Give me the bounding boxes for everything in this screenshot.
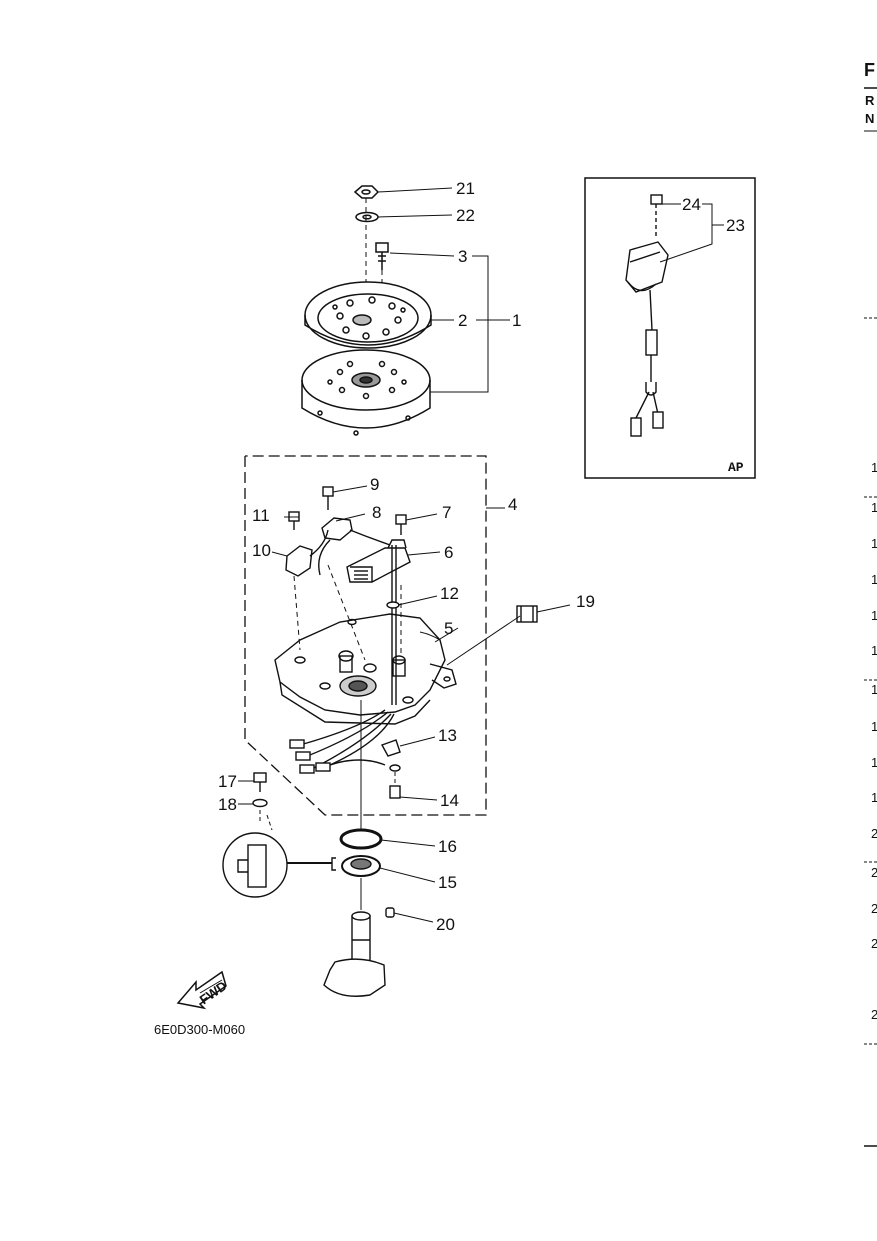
figure-code: 6E0D300-M060 [154, 1022, 245, 1037]
inset-leaders [659, 203, 724, 263]
callout-18: 18 [218, 795, 237, 814]
callout-10: 10 [252, 541, 271, 560]
callout-12: 12 [440, 584, 459, 603]
flywheel [301, 349, 431, 436]
callout-5: 5 [444, 619, 453, 638]
washer-part [355, 211, 379, 223]
callout-19: 19 [576, 592, 595, 611]
edge-row-number: 2 [871, 826, 877, 841]
edge-header-1: R [865, 93, 875, 108]
edge-row-number: 1 [871, 719, 877, 734]
lower-parts [222, 700, 395, 997]
callout-13: 13 [438, 726, 457, 745]
edge-row-number: 1 [871, 682, 877, 697]
edge-row-number: 1 [871, 460, 877, 475]
callout-24: 24 [682, 195, 701, 214]
callout-14: 14 [440, 791, 459, 810]
inset-box [584, 177, 756, 479]
edge-row-number: 1 [871, 643, 877, 658]
edge-row-number: 2 [871, 901, 877, 916]
inset-part-switch [625, 194, 669, 437]
edge-header-2: N [865, 111, 874, 126]
callout-15: 15 [438, 873, 457, 892]
callout-20: 20 [436, 915, 455, 934]
callout-1: 1 [512, 311, 521, 330]
edge-row-number: 1 [871, 500, 877, 515]
callout-23: 23 [726, 216, 745, 235]
flywheel-cover [304, 281, 432, 349]
edge-row-number: 1 [871, 790, 877, 805]
edge-row-number: 1 [871, 755, 877, 770]
edge-row-number: 2 [871, 1007, 877, 1022]
edge-header-0: F [864, 60, 875, 80]
forward-arrow-icon: FWD [176, 970, 230, 1010]
bolt-part [375, 242, 389, 270]
callout-9: 9 [370, 475, 379, 494]
callout-numbers: 21 22 3 2 1 24 23 9 4 8 7 11 10 6 12 19 … [218, 179, 745, 934]
flywheel-assembly [301, 185, 432, 436]
edge-row-number: 2 [871, 936, 877, 951]
nut-part [353, 185, 380, 199]
edge-row-number: 1 [871, 536, 877, 551]
edge-row-number: 2 [871, 865, 877, 880]
callout-7: 7 [442, 503, 451, 522]
stator-assembly [274, 486, 538, 799]
callout-11: 11 [252, 506, 270, 525]
leader-lines-bottom [238, 780, 436, 923]
callout-17: 17 [218, 772, 237, 791]
callout-2: 2 [458, 311, 467, 330]
leader-lines-middle [271, 485, 571, 801]
edge-row-number: 1 [871, 608, 877, 623]
edge-row-number: 1 [871, 572, 877, 587]
callout-16: 16 [438, 837, 457, 856]
callout-3: 3 [458, 247, 467, 266]
callout-21: 21 [456, 179, 475, 198]
callout-22: 22 [456, 206, 475, 225]
callout-6: 6 [444, 543, 453, 562]
inset-label: AP [728, 460, 744, 475]
callout-8: 8 [372, 503, 381, 522]
right-edge-table: F R N 1 1 1 1 1 1 1 1 1 1 2 2 2 2 2 [864, 60, 877, 1147]
callout-4: 4 [508, 495, 517, 514]
leader-lines-top [377, 187, 510, 393]
stator-group-box [244, 455, 487, 816]
